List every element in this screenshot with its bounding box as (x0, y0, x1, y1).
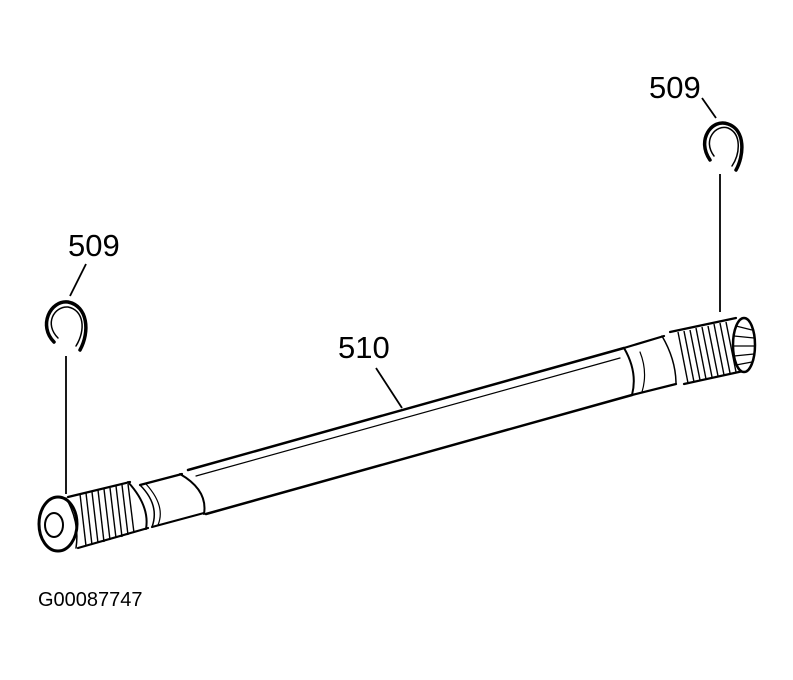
leader-line-left-ring-top (69, 263, 87, 297)
axle-shaft (37, 316, 757, 553)
leader-line-shaft (375, 367, 403, 409)
callout-509-right: 509 (649, 70, 701, 105)
right-spline-end (668, 316, 757, 386)
callout-509-left: 509 (68, 228, 120, 263)
callout-510-shaft: 510 (338, 330, 390, 365)
retaining-ring-left (44, 300, 88, 352)
retaining-ring-right (703, 121, 744, 172)
figure-id: G00087747 (38, 589, 143, 611)
leader-line-right-ring-top (701, 97, 717, 119)
left-spline-end (37, 480, 150, 553)
